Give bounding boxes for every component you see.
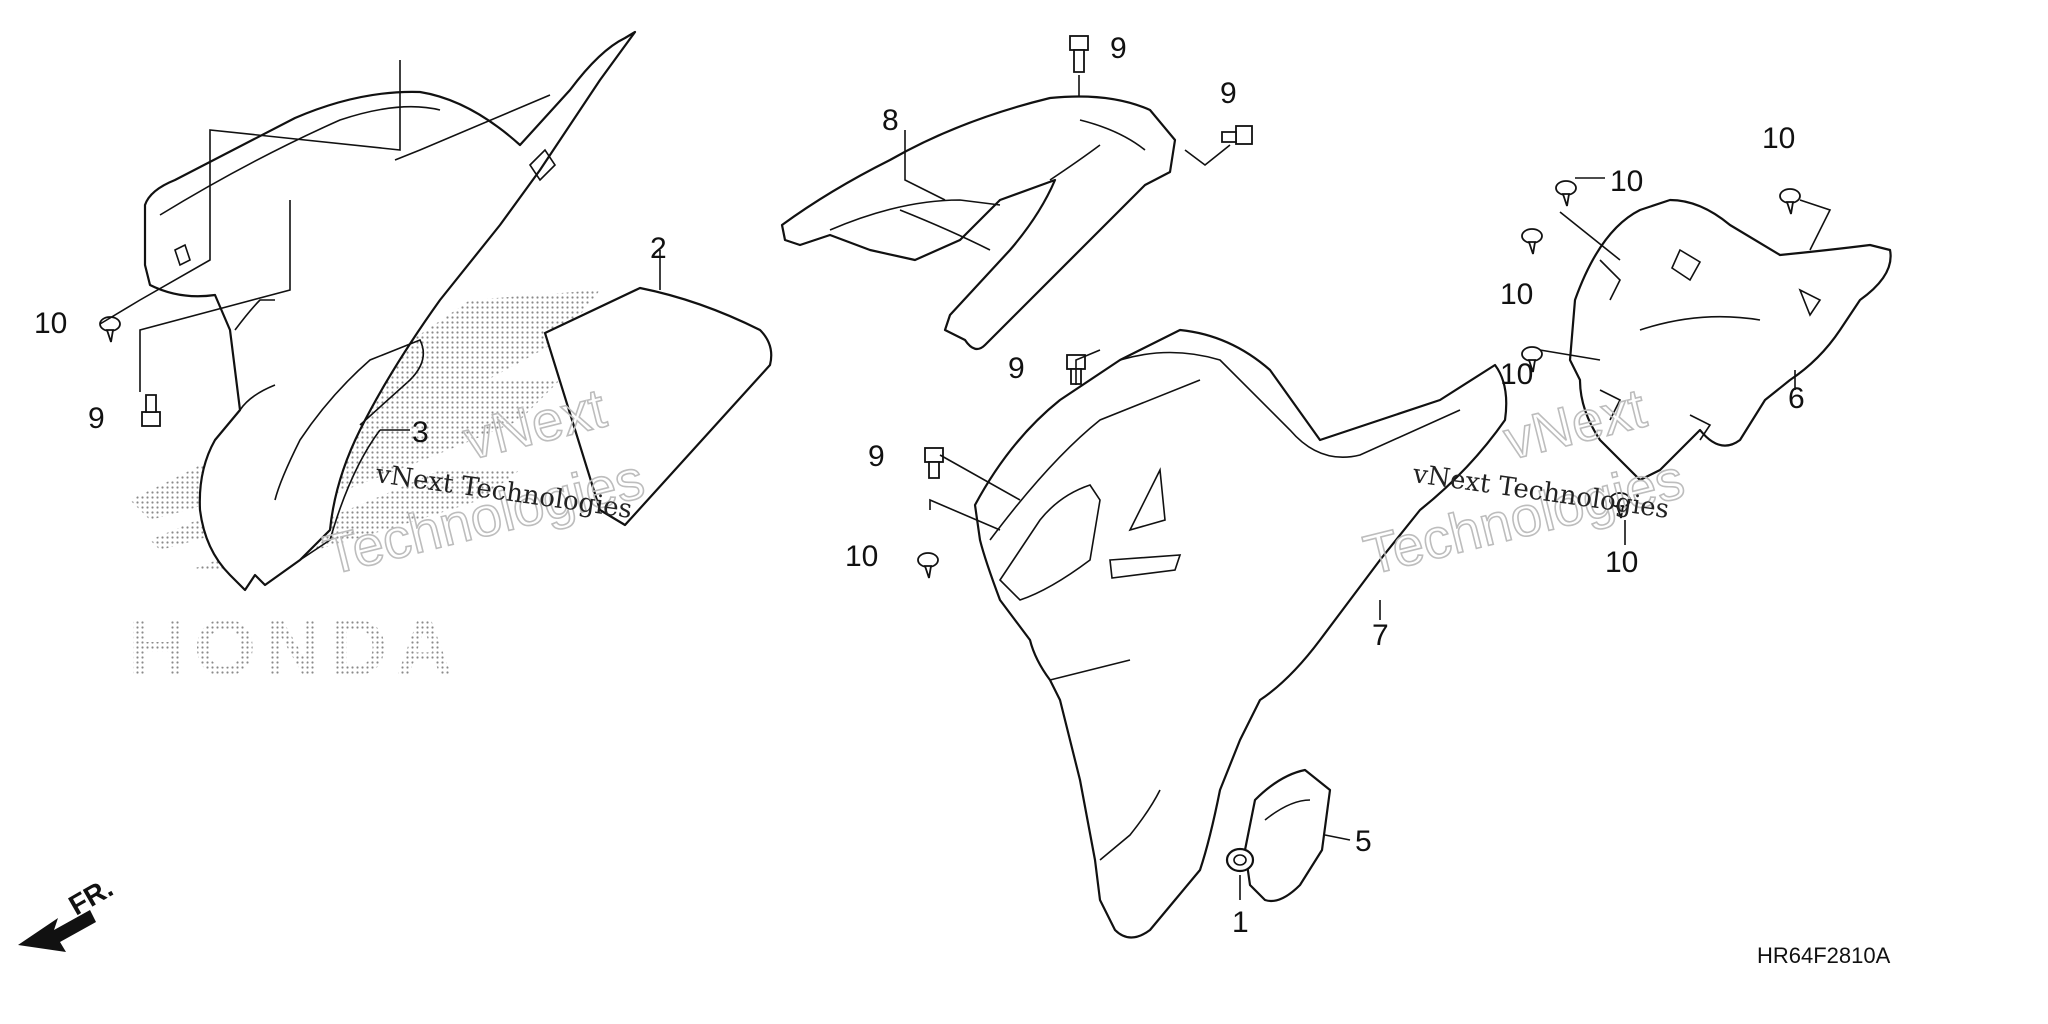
callout-8: 8 xyxy=(882,104,899,137)
screw-10-right-top[interactable] xyxy=(1555,180,1577,207)
bolt-9-upper-right[interactable] xyxy=(1221,125,1253,145)
screw-10-left[interactable] xyxy=(99,316,121,343)
callout-2: 2 xyxy=(650,232,667,265)
callout-10-far-right: 10 xyxy=(1762,122,1795,155)
callout-9-top: 9 xyxy=(1110,32,1127,65)
fasteners xyxy=(99,35,1801,579)
part-6-right-panel[interactable] xyxy=(1568,198,1892,482)
callout-9-upper-right: 9 xyxy=(1220,77,1237,110)
part-3-left-inner-cover[interactable] xyxy=(143,30,637,592)
screw-10-far-right[interactable] xyxy=(1779,188,1801,215)
screw-10-right-mid[interactable] xyxy=(1521,228,1543,255)
front-arrow-icon xyxy=(18,910,96,952)
screw-10-center-left[interactable] xyxy=(917,552,939,579)
callout-9-center-left: 9 xyxy=(868,440,885,473)
bolt-9-center-left[interactable] xyxy=(924,447,944,479)
callout-5: 5 xyxy=(1355,825,1372,858)
front-label: FR. xyxy=(64,872,119,921)
callout-9-center: 9 xyxy=(1008,352,1025,385)
callout-10-right-top: 10 xyxy=(1610,165,1643,198)
leader-lines xyxy=(99,60,1832,900)
callout-10-right-mid: 10 xyxy=(1500,278,1533,311)
part-2-panel[interactable] xyxy=(543,286,773,527)
part-1-grommet[interactable] xyxy=(1225,847,1255,873)
screw-10-right-low[interactable] xyxy=(1521,346,1543,373)
diagram-code: HR64F2810A xyxy=(1757,943,1891,968)
screw-10-bottom-right[interactable] xyxy=(1609,492,1631,519)
honda-logo-text: HONDA xyxy=(128,603,461,692)
part-5-small-cover[interactable] xyxy=(1243,768,1332,903)
part-8-upper-cover[interactable] xyxy=(780,95,1177,351)
callout-9-left: 9 xyxy=(88,402,105,435)
callout-7: 7 xyxy=(1372,619,1389,652)
callout-labels: 1 2 3 5 6 7 8 9 9 9 9 9 10 10 10 10 10 1… xyxy=(34,32,1805,939)
bolt-9-left[interactable] xyxy=(141,394,161,427)
callout-10-center-left: 10 xyxy=(845,540,878,573)
callout-10-left: 10 xyxy=(34,307,67,340)
callout-1: 1 xyxy=(1232,906,1249,939)
part-7-main-side-cover[interactable] xyxy=(973,328,1508,939)
callout-10-right-low: 10 xyxy=(1500,358,1533,391)
callout-3: 3 xyxy=(412,416,429,449)
callout-6: 6 xyxy=(1788,382,1805,415)
callout-10-bottom-right: 10 xyxy=(1605,546,1638,579)
bolt-9-top[interactable] xyxy=(1069,35,1089,73)
front-direction-arrow: FR. xyxy=(18,872,118,952)
